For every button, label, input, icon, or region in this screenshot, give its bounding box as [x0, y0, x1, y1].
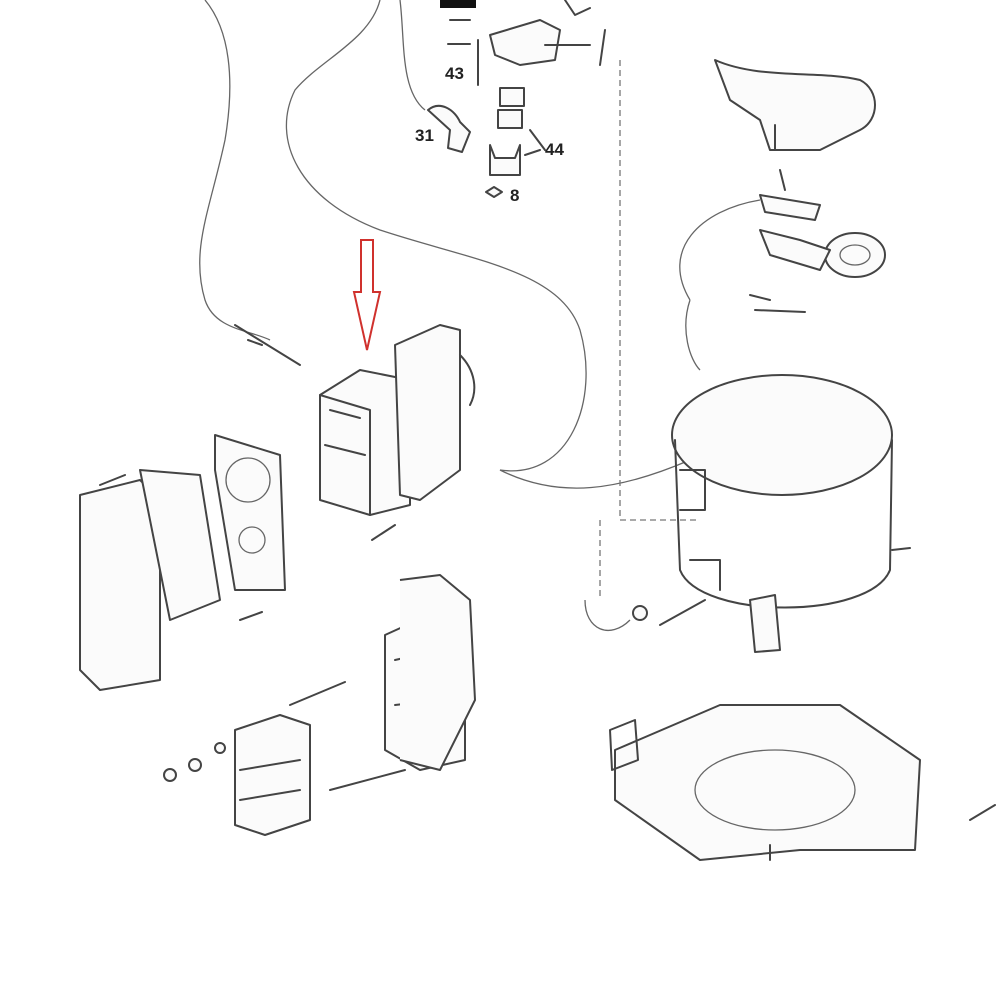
control-box-bracket [394, 324, 461, 501]
pad-44a [499, 87, 525, 107]
nut-8 [485, 186, 503, 198]
tank-rim [671, 374, 893, 496]
washer [188, 758, 202, 772]
washer-small [214, 742, 226, 754]
mounting-plate [214, 434, 286, 591]
sensor-knob [632, 605, 648, 621]
control-box-housing [319, 369, 411, 516]
callout-43: 43 [445, 64, 464, 83]
part-block [440, 0, 476, 8]
callout-8: 8 [510, 186, 520, 205]
screw-43-group [447, 19, 479, 86]
burner-ring [824, 232, 886, 278]
pilot-assembly [759, 194, 821, 221]
lower-bracket-outline [399, 574, 476, 771]
bracket-44 [489, 144, 521, 176]
red-indicator-arrow [352, 239, 382, 351]
gas-valve-fitting [489, 19, 561, 66]
pad-44b [497, 109, 523, 129]
junction-box [234, 714, 311, 836]
thermocouple-wire [285, 0, 691, 489]
ignition-wire [399, 0, 426, 111]
burner-hood [714, 59, 876, 151]
assembly-line [599, 60, 700, 600]
cover-grille [139, 469, 221, 621]
gas-tube [199, 0, 271, 341]
callout-31: 31 [415, 126, 434, 145]
front-cover [79, 479, 161, 691]
clip-31 [427, 104, 471, 153]
nut [163, 768, 177, 782]
sensor-wire [584, 599, 631, 631]
callout-44: 44 [545, 140, 564, 159]
base-tray [614, 704, 921, 861]
tank-foot [749, 594, 781, 653]
